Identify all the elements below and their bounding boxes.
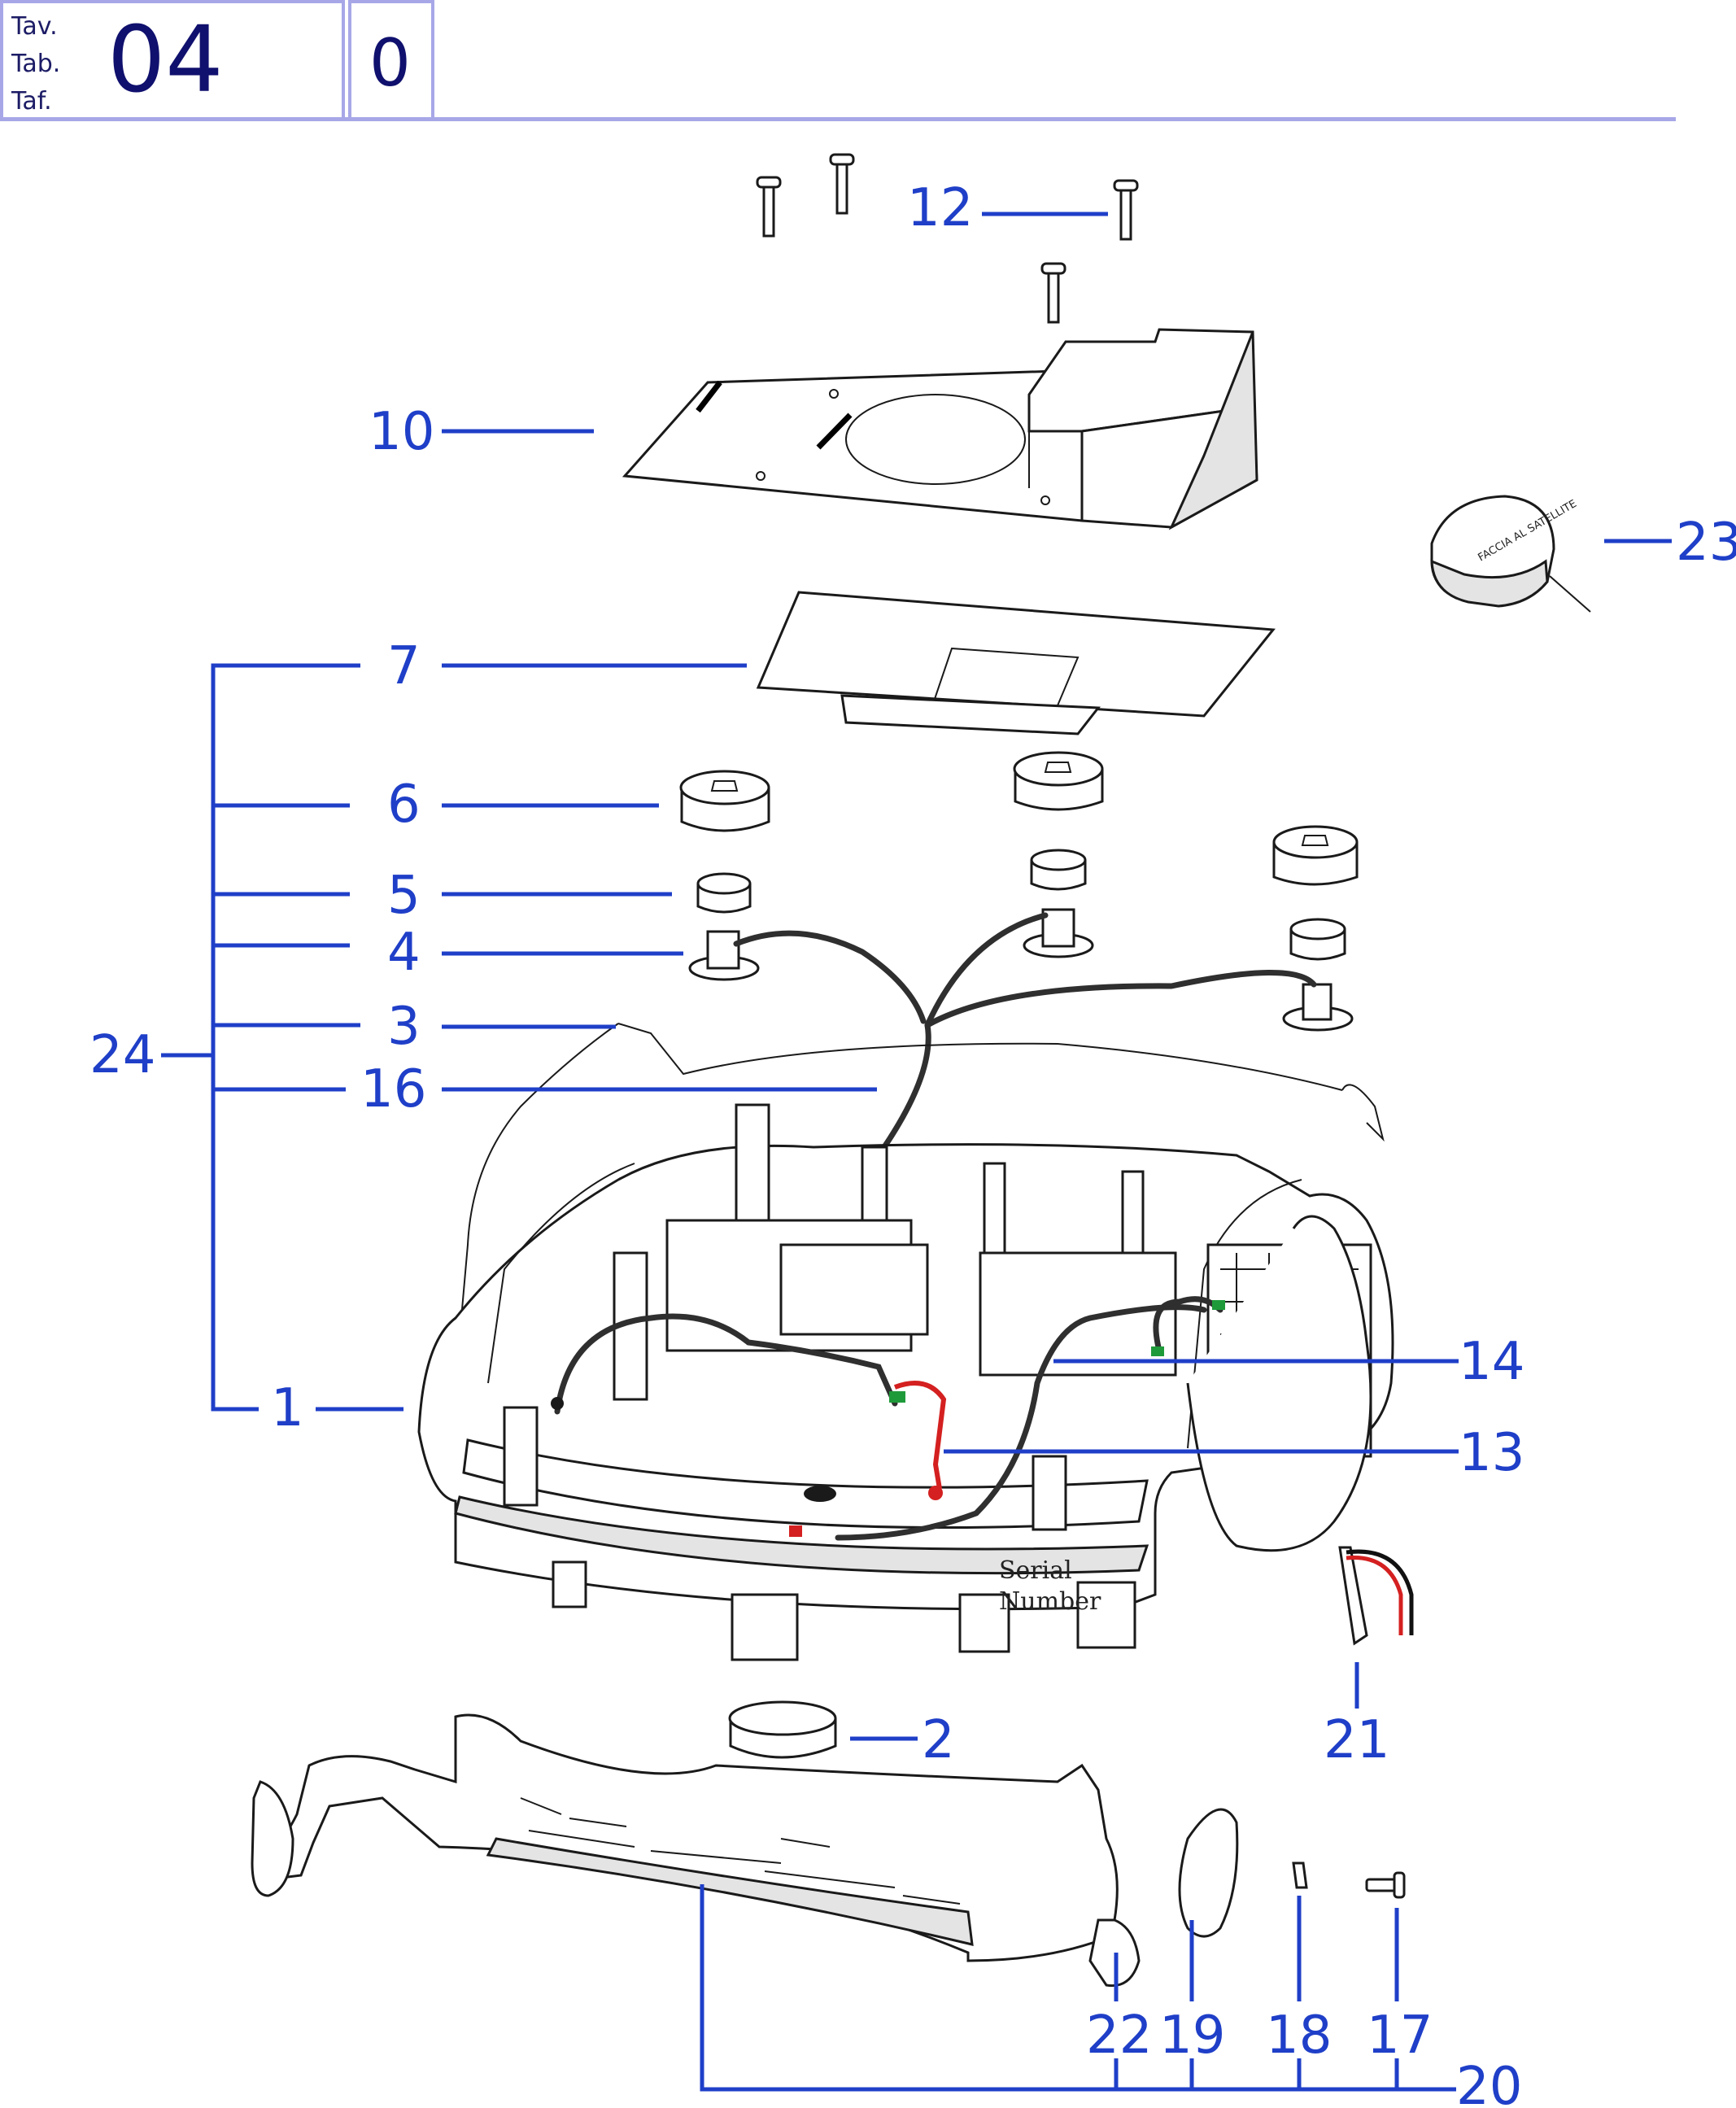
callout-18: 18 (1266, 2005, 1332, 2066)
part-13-14-wiring (551, 1296, 1225, 1541)
part-3-frame-rod (455, 1023, 1385, 1384)
part-2-ring (728, 1700, 837, 1759)
callout-17: 17 (1367, 2005, 1433, 2066)
label-tab: Tab. (11, 50, 61, 78)
revision-number: 0 (369, 25, 411, 101)
callout-23: 23 (1676, 513, 1736, 573)
part-10-top-plate (622, 328, 1258, 530)
callout-1: 1 (271, 1378, 304, 1438)
bushing-6b (1013, 751, 1104, 811)
header-rule (0, 117, 1676, 121)
callout-21: 21 (1324, 1710, 1389, 1770)
callout-12: 12 (907, 178, 973, 238)
number-decal: Number (999, 1587, 1101, 1616)
callout-5: 5 (387, 866, 421, 926)
label-tav: Tav. (11, 12, 58, 41)
part-7-gasket (756, 591, 1276, 735)
bushing-6a (679, 770, 770, 832)
part-20-bumper (251, 1713, 1406, 1988)
part-6-bushings (679, 751, 1359, 886)
label-taf: Taf. (11, 87, 52, 116)
callout-20: 20 (1456, 2057, 1522, 2108)
callout-19: 19 (1159, 2005, 1225, 2066)
callout-6: 6 (387, 775, 421, 835)
part-23-antenna: FACCIA AL SATELLITE (1430, 495, 1591, 613)
part-5-small-bushings (696, 849, 1346, 961)
revision-block: 0 (348, 0, 434, 120)
callout-2: 2 (922, 1710, 955, 1770)
part-1-chassis: Serial Number (417, 1103, 1394, 1661)
leader-lines (161, 212, 1672, 2092)
callout-7: 7 (387, 636, 421, 696)
bushing-6c (1272, 825, 1359, 886)
table-number: 04 (107, 7, 224, 113)
callout-14: 14 (1459, 1332, 1524, 1392)
callout-24: 24 (89, 1025, 155, 1085)
callout-labels: 12 10 23 7 6 5 4 3 16 24 1 14 13 2 21 22… (89, 178, 1736, 2108)
callout-13: 13 (1459, 1423, 1524, 1483)
part-21-module (1338, 1546, 1414, 1646)
serial-decal: Serial (999, 1556, 1072, 1585)
callout-3: 3 (387, 997, 421, 1057)
callout-4: 4 (387, 923, 421, 983)
part-12-screws (756, 153, 1139, 324)
callout-10: 10 (369, 402, 434, 462)
callout-16: 16 (360, 1059, 426, 1119)
callout-22: 22 (1086, 2005, 1152, 2066)
